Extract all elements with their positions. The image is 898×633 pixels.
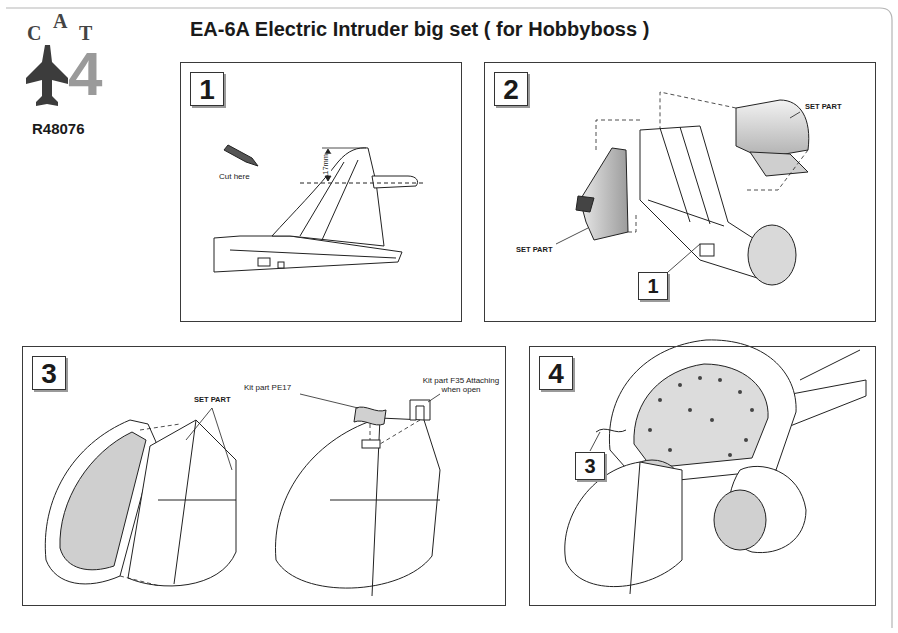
- part-label: Kit part PE17: [244, 383, 291, 392]
- step-number: 1: [190, 72, 224, 106]
- part-label: Kit part F35 Attaching when open: [418, 376, 504, 394]
- step-number: 2: [494, 72, 528, 106]
- cut-note: Cut here: [219, 172, 250, 181]
- callout-number: 3: [584, 455, 595, 478]
- callout-box: 3: [575, 452, 605, 480]
- logo-digit: 4: [68, 38, 102, 109]
- logo-letter: C: [27, 22, 41, 45]
- part-label: SET PART: [194, 396, 231, 405]
- step-panel: 21: [484, 62, 876, 322]
- step-panel: 1: [180, 62, 462, 322]
- callout-box: 1: [638, 272, 668, 300]
- dimension: 17mm: [322, 154, 331, 175]
- step-panel: 43: [529, 346, 876, 606]
- step-number: 3: [32, 356, 66, 390]
- page-title: EA-6A Electric Intruder big set ( for Ho…: [190, 18, 649, 41]
- part-label: SET PART: [516, 246, 553, 255]
- callout-number: 1: [647, 275, 658, 298]
- part-label: SET PART: [805, 103, 842, 112]
- logo-letter: A: [53, 10, 67, 33]
- step-number: 4: [539, 356, 573, 390]
- product-code: R48076: [32, 120, 85, 137]
